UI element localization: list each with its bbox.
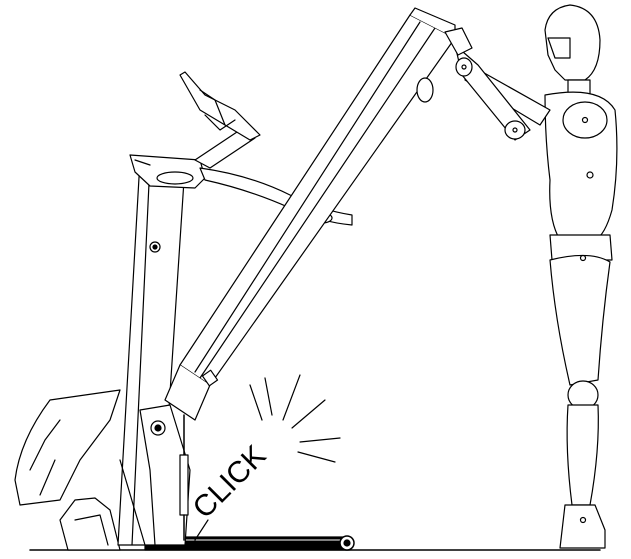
motor-cover	[15, 390, 120, 505]
tablet-holder	[180, 72, 260, 168]
rear-foot	[60, 498, 120, 550]
mannequin-figure	[445, 5, 617, 548]
click-burst	[250, 375, 340, 462]
folded-deck	[165, 8, 455, 420]
click-label: CLICK	[187, 439, 273, 525]
